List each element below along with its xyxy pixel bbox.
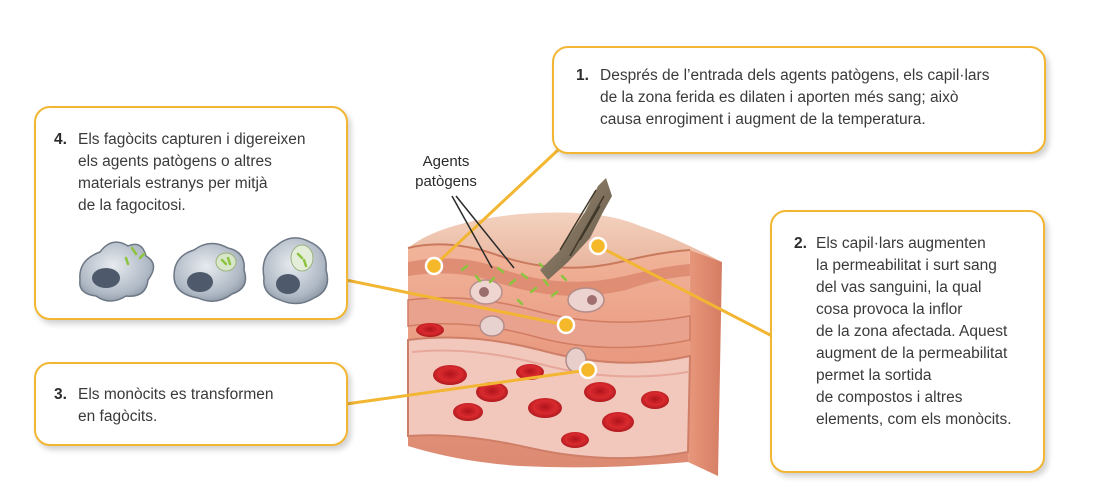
callout-4-number: 4.	[54, 131, 67, 148]
connector-lines	[345, 148, 777, 406]
callout-4-text: Els fagòcits capturen i digereixen els a…	[78, 131, 306, 214]
phagocyte-icon	[262, 237, 329, 305]
callout-3-number: 3.	[54, 386, 67, 403]
callout-3: 3. Els monòcits es transformen en fagòci…	[34, 362, 348, 446]
phagocyte-icon	[173, 242, 247, 302]
red-blood-cells	[416, 323, 669, 448]
callout-2: 2. Els capil·lars augmenten la permeabil…	[770, 210, 1045, 473]
white-cells	[469, 279, 605, 373]
callout-3-text: Els monòcits es transformen en fagòcits.	[78, 386, 274, 425]
splinter	[540, 178, 612, 280]
agents-pointer-lines	[451, 195, 515, 269]
pathogens	[460, 262, 568, 306]
tissue-block	[407, 212, 722, 476]
callout-4: 4. Els fagòcits capturen i digereixen el…	[34, 106, 348, 320]
callout-1-text: Després de l’entrada dels agents patògen…	[600, 67, 990, 128]
callout-2-number: 2.	[794, 235, 807, 252]
callout-markers	[424, 236, 608, 380]
callout-2-text: Els capil·lars augmenten la permeabilita…	[816, 235, 1012, 428]
callout-1: 1. Després de l’entrada dels agents patò…	[552, 46, 1046, 154]
phagocyte-icon	[79, 241, 155, 302]
callout-1-number: 1.	[576, 67, 589, 84]
phagocytes-illustration	[79, 237, 329, 305]
agents-pathogens-label: Agents patògens	[415, 153, 477, 190]
